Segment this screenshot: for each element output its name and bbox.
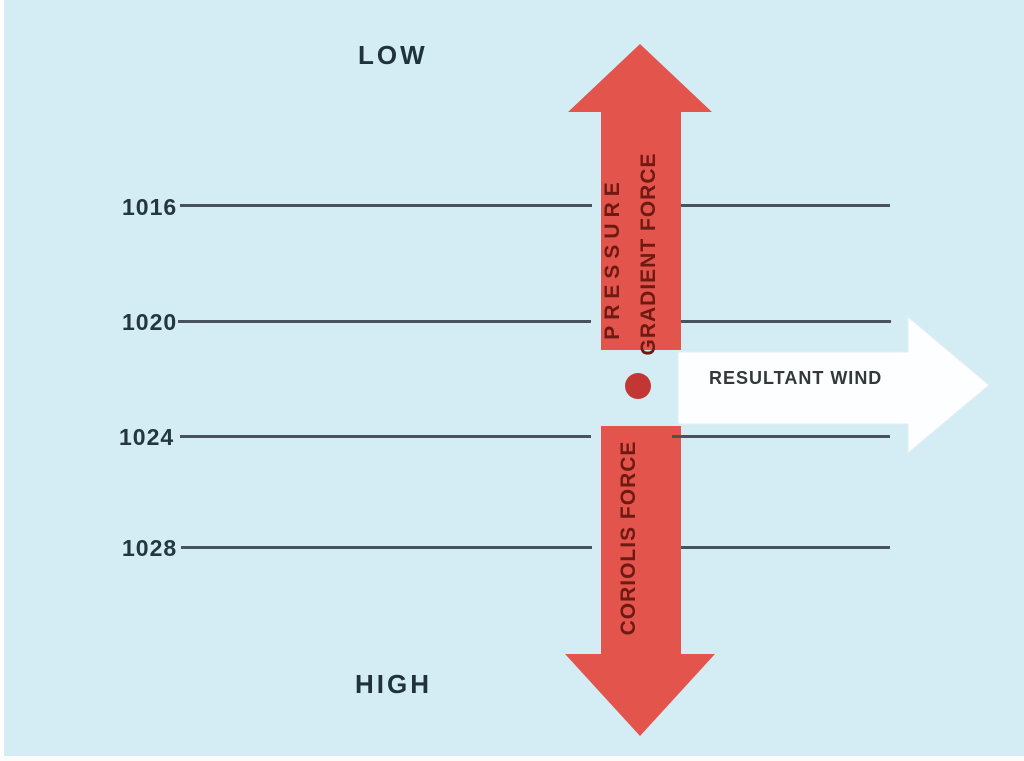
coriolis-arrow bbox=[565, 426, 715, 736]
station-dot bbox=[625, 373, 651, 399]
high-pressure-label: HIGH bbox=[355, 669, 432, 699]
isobar-line-1020-left bbox=[178, 320, 591, 323]
isobar-label-1024: 1024 bbox=[119, 424, 175, 450]
coriolis-force-label: CORIOLIS FORCE bbox=[617, 440, 640, 636]
isobar-line-1028-left bbox=[181, 546, 592, 549]
page-edge-left bbox=[0, 0, 4, 761]
isobar-line-1016-left bbox=[180, 204, 592, 207]
isobar-line-1016-right bbox=[681, 204, 890, 207]
isobar-line-1028-right bbox=[681, 546, 890, 549]
isobar-line-1024-right bbox=[672, 435, 890, 438]
resultant-wind-arrow bbox=[677, 315, 990, 455]
isobar-label-1016: 1016 bbox=[122, 194, 178, 220]
isobar-label-1028: 1028 bbox=[122, 535, 178, 561]
low-pressure-label: LOW bbox=[358, 40, 428, 70]
isobar-line-1024-left bbox=[180, 435, 591, 438]
page-edge-bottom bbox=[0, 756, 1024, 761]
pressure-gradient-label-line1: PRESSURE bbox=[601, 176, 624, 340]
pressure-gradient-arrow bbox=[568, 44, 712, 350]
pressure-gradient-label-line2: GRADIENT FORCE bbox=[637, 152, 660, 356]
isobar-label-1020: 1020 bbox=[122, 309, 178, 335]
isobar-line-1020-right bbox=[681, 320, 891, 323]
resultant-wind-label: RESULTANT WIND bbox=[709, 368, 883, 388]
